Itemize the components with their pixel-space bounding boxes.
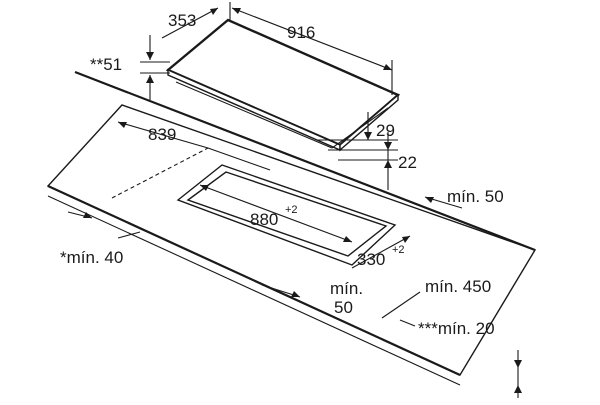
label-min-side: *mín. 40: [60, 248, 123, 267]
dim-line-min40-b: [117, 231, 141, 239]
dim-line-839-right: [207, 147, 271, 171]
label-cutout-width-tolerance: +2: [285, 204, 298, 216]
label-min-front-a: mín.: [330, 279, 363, 298]
label-min-wall: mín. 450: [425, 277, 491, 296]
countertop-front-edge-lower: [47, 195, 461, 386]
arrow-880-right: [343, 236, 352, 242]
arrow-51-down: [146, 52, 154, 60]
arrow-916-left: [232, 8, 241, 14]
label-hob-depth: 353: [168, 11, 196, 30]
countertop-front-edge: [47, 185, 461, 376]
dim-line-min20: [399, 319, 416, 327]
arrow-min40: [83, 212, 92, 218]
label-min-front-b: 50: [334, 298, 353, 317]
dim-line-880: [199, 184, 353, 243]
dim-line-839: [117, 121, 209, 149]
arrow-880-left: [200, 185, 209, 191]
label-hob-thickness: 29: [376, 121, 395, 140]
arrow-22-up: [384, 160, 392, 168]
arrow-min20-up: [514, 385, 522, 393]
arrow-330: [402, 236, 410, 243]
dim-line-min450: [381, 291, 421, 319]
arrow-916-right: [383, 64, 392, 70]
hob-body-front: [175, 81, 333, 149]
label-cutout-width: 880: [250, 210, 278, 229]
arrow-22-down: [384, 142, 392, 150]
countertop-rear-edge: [74, 70, 536, 252]
arrow-29: [364, 132, 372, 140]
label-min-counter: ***mín. 20: [418, 319, 495, 338]
label-min-rear: mín. 50: [447, 187, 504, 206]
arrow-839-left: [118, 122, 127, 128]
arrow-min50-rear: [425, 197, 434, 203]
label-cutout-depth-tolerance: +2: [392, 244, 405, 256]
arrow-353-top: [210, 8, 218, 15]
arrow-51-up: [146, 75, 154, 83]
label-cutout-depth: 330: [357, 250, 385, 269]
hob-body-right: [331, 107, 389, 149]
cutout-inner-edge: [186, 171, 388, 257]
dim-line-330: [351, 235, 411, 269]
dim-line-353: [161, 7, 219, 39]
label-hob-width: 916: [287, 23, 315, 42]
arrow-min50-front: [291, 291, 300, 297]
hob-glass-right-side: [339, 93, 399, 152]
dim-line-916: [231, 7, 393, 71]
label-cutout-offset: 839: [148, 125, 176, 144]
arrow-min20-down: [514, 360, 522, 368]
label-gap-height: 22: [398, 153, 417, 172]
label-edge-height: **51: [90, 55, 122, 74]
